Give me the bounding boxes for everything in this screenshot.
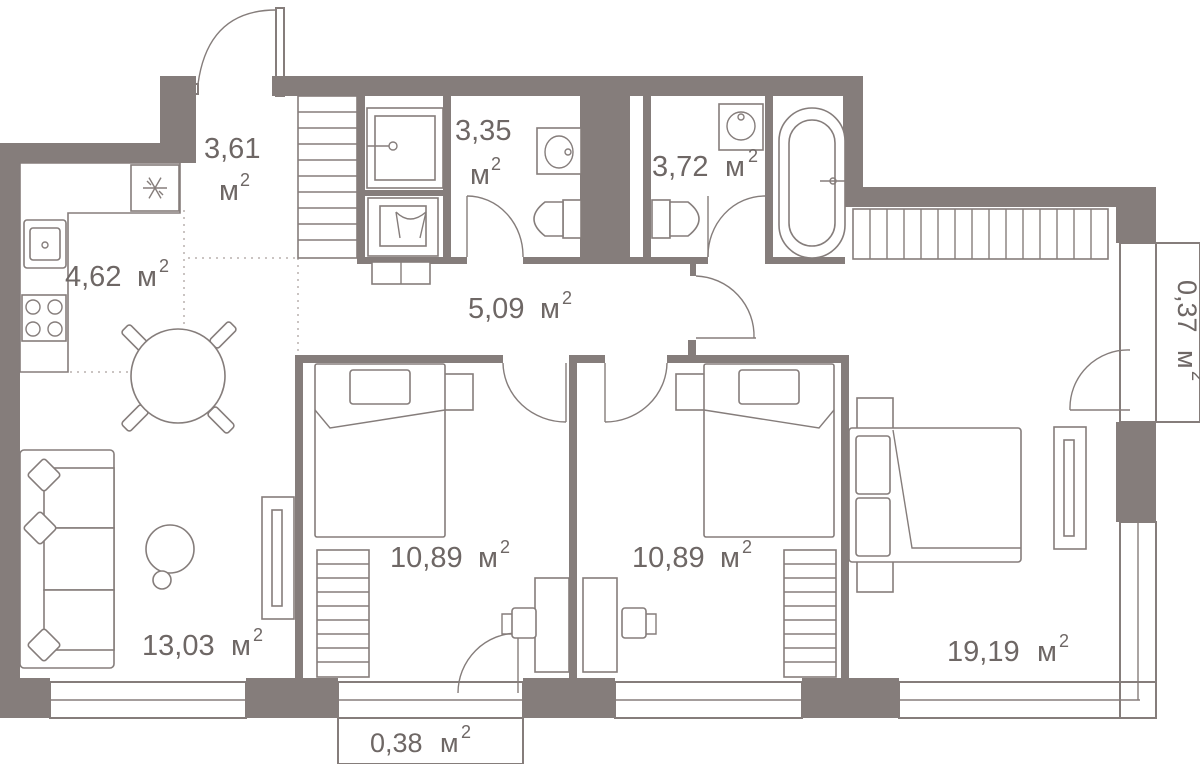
room-area-living-value: 13,03 — [142, 630, 215, 662]
room-area-corridor-value: 5,09 — [468, 293, 524, 325]
svg-text:2: 2 — [562, 288, 572, 308]
svg-text:2: 2 — [159, 256, 169, 276]
area-labels: 3,61 м 2 3,35 м 2 3,72 м 2 4,62 м 2 5,09… — [65, 115, 1200, 758]
svg-text:2: 2 — [1059, 631, 1069, 651]
balcony-south-area-value: 0,38 — [370, 728, 423, 758]
doors — [457, 195, 1131, 694]
svg-text:2: 2 — [491, 154, 501, 174]
snowflake-icon — [143, 177, 167, 199]
svg-text:2: 2 — [1188, 371, 1200, 381]
room-area-kitchen-value: 4,62 — [65, 261, 121, 293]
balcony-east-area-value: 0,37 — [1172, 280, 1200, 333]
bathroom-1-fixtures — [366, 107, 582, 285]
room-area-hall-unit: м — [219, 175, 239, 207]
balcony-east-area-unit: м — [1172, 350, 1200, 369]
svg-text:2: 2 — [461, 722, 471, 742]
svg-text:2: 2 — [240, 170, 250, 190]
bedroom-2-furniture — [582, 363, 835, 673]
balcony-south-area-unit: м — [440, 728, 459, 758]
room-area-bathroom-1-unit: м — [470, 159, 490, 191]
kitchen-furniture — [19, 162, 237, 434]
svg-text:2: 2 — [500, 537, 510, 557]
bathroom-2-fixtures — [651, 103, 846, 259]
room-area-bedroom-1-value: 10,89 — [390, 542, 463, 574]
svg-text:2: 2 — [748, 146, 758, 166]
svg-text:2: 2 — [742, 537, 752, 557]
svg-text:2: 2 — [253, 625, 263, 645]
windows — [49, 7, 1200, 764]
room-area-hall-value: 3,61 — [204, 133, 260, 165]
room-area-kitchen-unit: м — [137, 261, 157, 293]
room-area-master-bedroom-value: 19,19 — [947, 636, 1020, 668]
bedroom-1-furniture — [314, 363, 570, 673]
room-area-bathroom-1-value: 3,35 — [455, 115, 511, 147]
wardrobes — [297, 95, 1109, 678]
room-area-bathroom-2-value: 3,72 — [652, 151, 708, 183]
walls — [0, 76, 1156, 718]
room-area-bedroom-1-unit: м — [478, 542, 498, 574]
room-area-corridor-unit: м — [540, 293, 560, 325]
room-area-bedroom-2-value: 10,89 — [632, 542, 705, 574]
room-area-bathroom-2-unit: м — [725, 151, 745, 183]
room-area-bedroom-2-unit: м — [720, 542, 740, 574]
master-bedroom-furniture — [848, 397, 1087, 593]
room-area-living-unit: м — [231, 630, 251, 662]
living-furniture — [19, 449, 295, 669]
room-area-master-bedroom-unit: м — [1037, 636, 1057, 668]
